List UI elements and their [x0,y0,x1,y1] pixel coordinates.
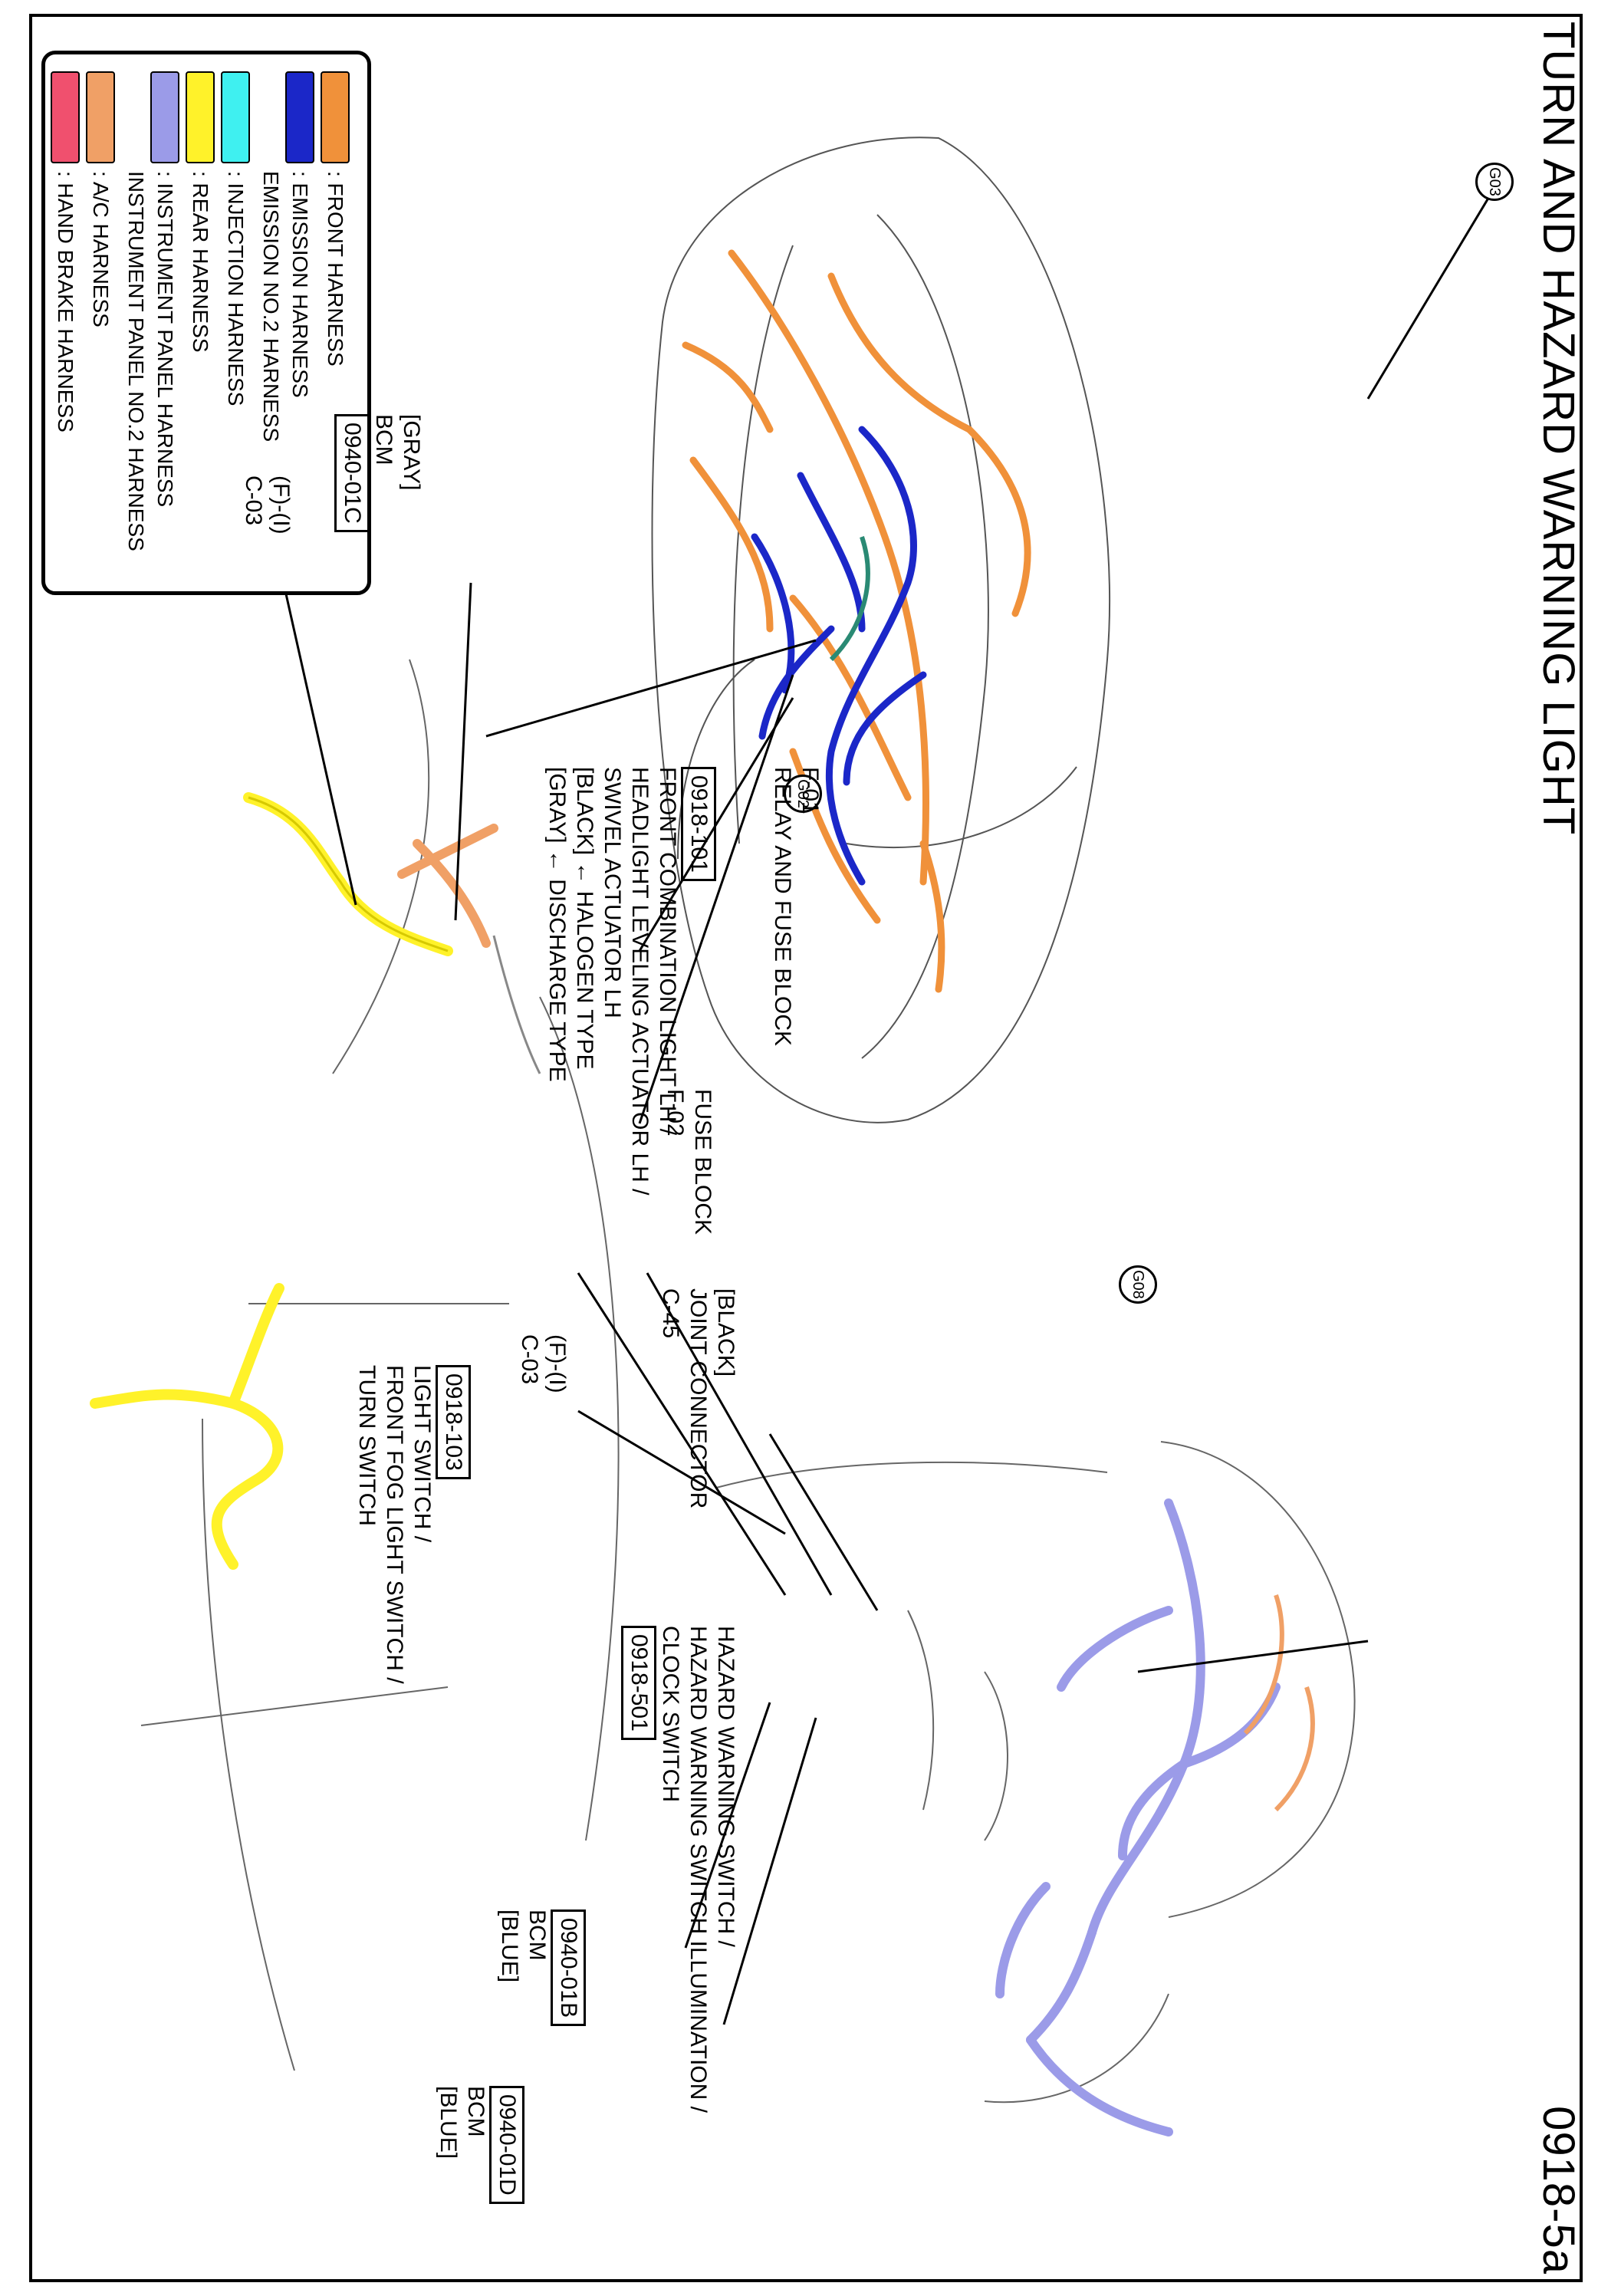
legend-row-ac: : A/C HARNESS [84,71,117,327]
connector-code: 0918-103 [436,1365,471,1479]
legend-row-emission-no2: EMISSION NO.2 HARNESS [254,171,288,442]
legend-label: : REAR HARNESS [189,171,212,353]
legend-row-rear: : REAR HARNESS [183,71,217,353]
connector-line: SWIVEL ACTUATOR LH [600,767,625,1018]
front-harness [682,249,1031,993]
connector-line: TURN SWITCH [354,1365,380,1526]
connector-code: 0918-501 [621,1626,656,1740]
engine-bay-outline [651,137,1111,1123]
legend-label: : FRONT HARNESS [324,171,347,367]
fuse-block-label: FUSE BLOCK F-02 [661,1089,716,1235]
connector-code: C-45 [658,1288,683,1339]
legend-label: : EMISSION HARNESS [288,171,312,398]
legend-swatch-rear [186,71,215,163]
connector-line: CLOCK SWITCH [658,1626,683,1803]
connector-name: RELAY AND FUSE BLOCK [770,767,795,1047]
legend-swatch-emission [285,71,314,163]
fi-c03-left-label: (F)-(I) C-03 [239,475,294,535]
bcm-b-label: 0940-01B BCM [BLUE] [495,1909,586,2027]
connector-color: [BLUE] [497,1909,522,1983]
legend-label: EMISSION NO.2 HARNESS [259,171,283,442]
legend-row-front: : FRONT HARNESS [318,71,352,367]
connector-code: C-03 [241,475,266,526]
light-switch-label: 0918-103 LIGHT SWITCH / FRONT FOG LIGHT … [353,1365,471,1684]
legend-row-instrument-panel-no2: INSTRUMENT PANEL NO.2 HARNESS [119,171,153,551]
bcm-c-label: [GRAY] BCM 0940-01C [334,414,425,532]
legend-swatch-ac [86,71,115,163]
connector-name: (F)-(I) [268,475,294,535]
legend-row-emission: : EMISSION HARNESS [283,71,317,398]
bcm-d-label: 0940-01D BCM [BLUE] [434,2086,524,2204]
connector-name: JOINT CONNECTOR [686,1288,711,1509]
joint-connector-label: [BLACK] JOINT CONNECTOR C-45 [656,1288,739,1508]
connector-line: FRONT FOG LIGHT SWITCH / [382,1365,407,1684]
harness-legend: : FRONT HARNESS : EMISSION HARNESS EMISS… [41,51,371,595]
connector-name: BCM [371,414,396,465]
connector-color: [BLACK] [713,1288,738,1377]
emission-no2-harness [829,536,870,662]
connector-code: 0940-01B [551,1909,586,2027]
connector-line: [BLACK] ← HALOGEN TYPE [572,767,597,1070]
relay-fuse-label: F-01 RELAY AND FUSE BLOCK [768,767,824,1046]
cabin-outline-left [140,659,620,2071]
legend-label: : A/C HARNESS [89,171,113,327]
connector-code: 0940-01C [334,414,370,532]
connector-line: HAZARD WARNING SWITCH ILLUMINATION / [686,1626,711,2113]
legend-label: INSTRUMENT PANEL NO.2 HARNESS [124,171,148,551]
connector-code: 0918-101 [681,767,716,881]
connector-name: BCM [463,2086,488,2137]
connector-code: 0940-01D [489,2086,524,2204]
connector-line: LIGHT SWITCH / [409,1365,435,1543]
rear-harness-lower [90,1283,284,1570]
legend-swatch-front [321,71,350,163]
legend-row-injection: : INJECTION HARNESS [219,71,252,406]
fi-c03-right-label: (F)-(I) C-03 [515,1334,570,1393]
instrument-panel-no2-harness [1243,1594,1315,1812]
rear-harness-upper-edge [248,796,449,952]
legend-label: : HAND BRAKE HARNESS [54,171,77,433]
instrument-panel-outline [715,1441,1356,2104]
connector-name: FUSE BLOCK [690,1089,715,1235]
legend-row-instrument-panel: : INSTRUMENT PANEL HARNESS [148,71,182,507]
connector-code: F-02 [663,1089,688,1136]
connector-code: C-03 [517,1334,542,1385]
legend-swatch-injection [221,71,250,163]
legend-label: : INSTRUMENT PANEL HARNESS [153,171,177,508]
leader-lines [270,187,1496,2025]
ground-g03: G03 [1475,163,1514,201]
connector-line: HEADLIGHT LEVELING ACTUATOR LH / [627,767,653,1196]
legend-row-hand-brake: : HAND BRAKE HARNESS [48,71,82,433]
connector-code: F-01 [797,767,823,814]
connector-color: [BLUE] [436,2086,461,2159]
grey-wire [492,935,541,1074]
instrument-panel-harness [995,1498,1281,2136]
connector-color: [GRAY] [399,414,424,491]
connector-line: HAZARD WARNING SWITCH / [713,1626,738,1947]
connector-name: (F)-(I) [544,1334,570,1393]
legend-swatch-hand-brake [51,71,80,163]
ground-g08: G08 [1119,1265,1157,1304]
legend-label: : INJECTION HARNESS [224,171,248,406]
connector-name: BCM [524,1909,550,1961]
hazard-switch-label: HAZARD WARNING SWITCH / HAZARD WARNING S… [621,1626,739,2113]
legend-swatch-instrument-panel [150,71,179,163]
connector-line: [GRAY] ← DISCHARGE TYPE [544,767,570,1082]
